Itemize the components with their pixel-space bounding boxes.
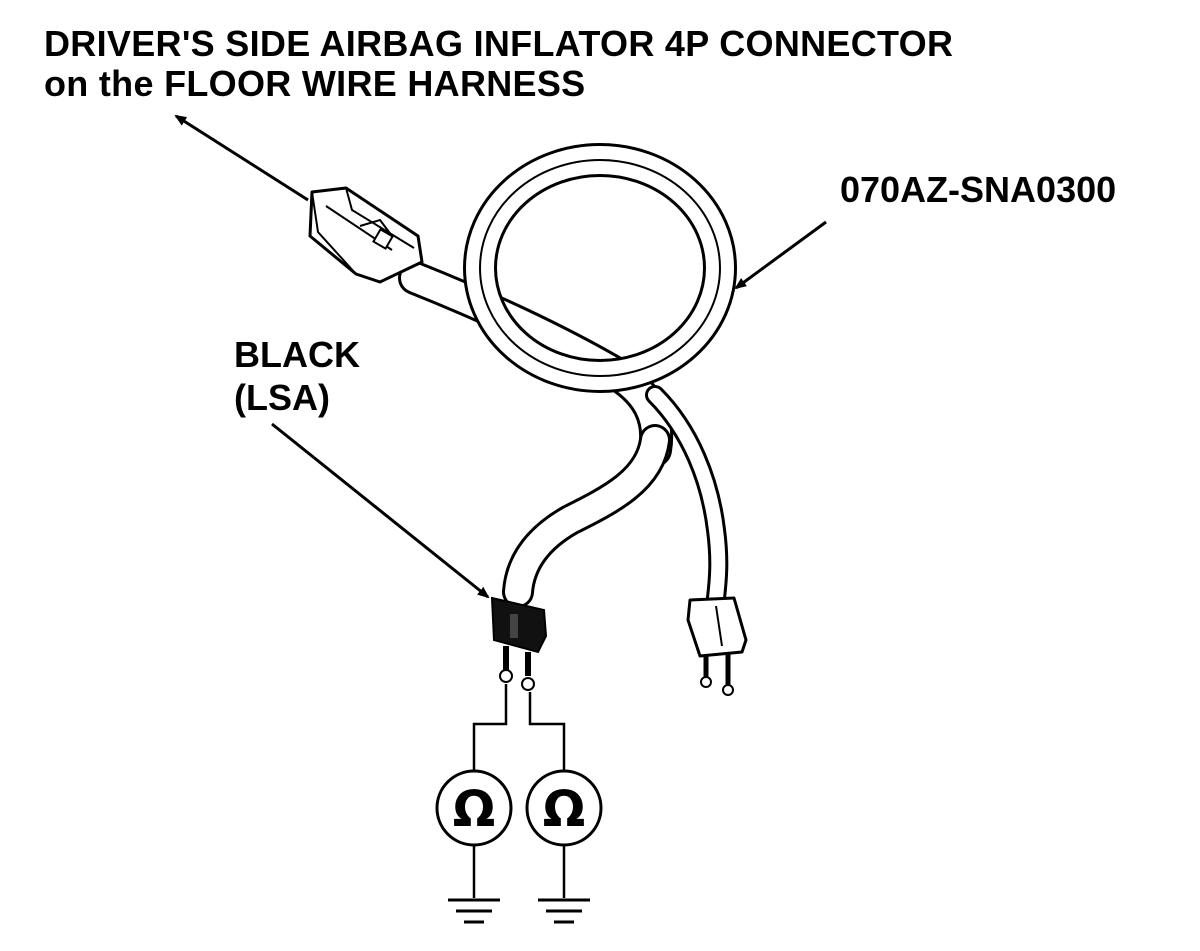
part-number-label: 070AZ-SNA0300 — [840, 169, 1117, 210]
connector-4p-icon — [308, 186, 424, 284]
lsa-label: (LSA) — [234, 377, 330, 418]
black-leader-arrow — [271, 422, 490, 599]
test-leads — [472, 684, 566, 772]
ohm-symbol-left: Ω — [453, 780, 496, 838]
ground-icon — [448, 845, 500, 924]
ground-icon — [538, 845, 590, 924]
harness-coil-icon — [398, 143, 737, 608]
connector-title-line1: DRIVER'S SIDE AIRBAG INFLATOR 4P CONNECT… — [44, 23, 954, 64]
ohmmeter-icon: Ω — [435, 769, 513, 847]
white-plug-icon — [686, 596, 748, 696]
ohmmeter-icon: Ω — [525, 769, 603, 847]
connector-leader-arrow — [174, 114, 309, 202]
connector-title-line2: on the FLOOR WIRE HARNESS — [44, 63, 586, 104]
part-number-leader-arrow — [734, 220, 827, 290]
ohm-symbol-right: Ω — [543, 780, 586, 838]
black-lsa-plug-icon — [490, 596, 548, 691]
black-label: BLACK — [234, 334, 360, 375]
